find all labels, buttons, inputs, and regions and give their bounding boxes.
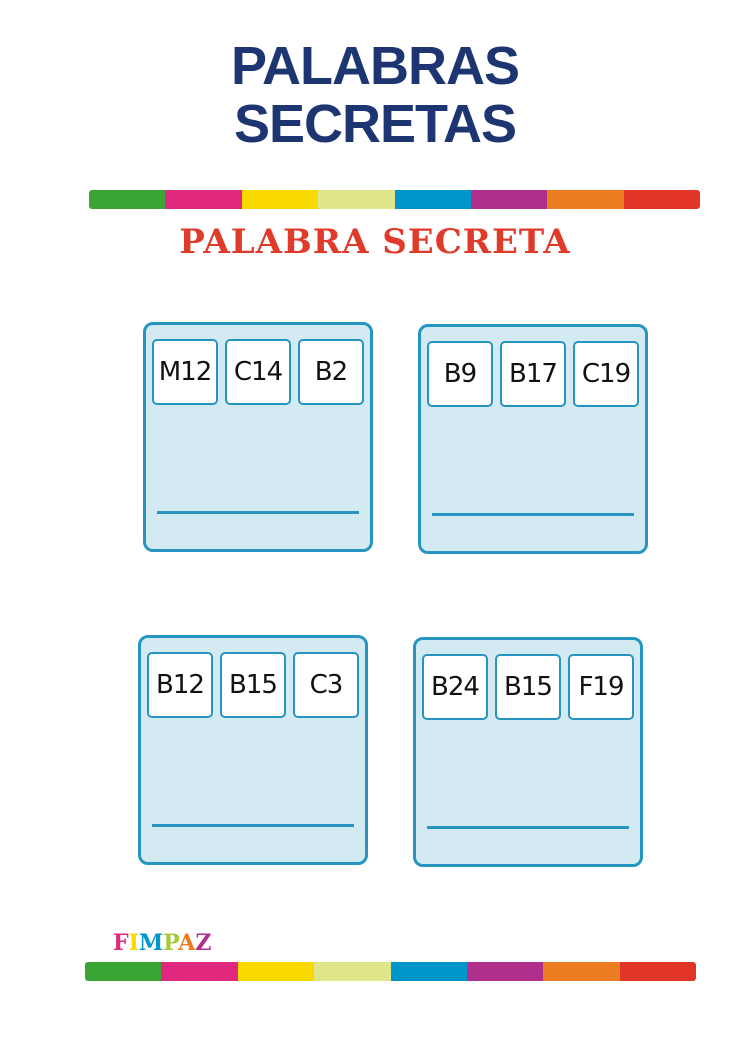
top-color-stripe <box>89 190 700 209</box>
code-tile: B9 <box>427 341 493 407</box>
code-tile: B15 <box>495 654 561 720</box>
stripe-segment <box>161 962 238 981</box>
stripe-segment <box>165 190 242 209</box>
stripe-segment <box>619 962 696 981</box>
stripe-segment <box>314 962 391 981</box>
brand-letter: P <box>163 930 179 956</box>
code-tile: B15 <box>220 652 286 718</box>
page-title-line-2: SECRETAS <box>233 94 517 154</box>
code-tile: M12 <box>152 339 218 405</box>
code-tile: B17 <box>500 341 566 407</box>
bottom-color-stripe <box>85 962 696 981</box>
stripe-segment <box>547 190 624 209</box>
stripe-segment <box>466 962 544 981</box>
answer-line[interactable] <box>427 826 629 829</box>
code-tiles: B24 B15 F19 <box>422 654 634 720</box>
answer-line[interactable] <box>157 511 359 514</box>
code-tile: C19 <box>573 341 639 407</box>
brand-letter: A <box>178 930 196 956</box>
code-tile: B2 <box>298 339 364 405</box>
stripe-segment <box>237 962 315 981</box>
code-tile: F19 <box>568 654 634 720</box>
answer-line[interactable] <box>152 824 354 827</box>
stripe-segment <box>470 190 548 209</box>
section-subtitle: PALABRA SECRETA <box>179 222 571 262</box>
puzzle-card-3: B12 B15 C3 <box>138 635 368 865</box>
brand-logo: FIMPAZ <box>113 930 211 956</box>
stripe-segment <box>390 962 467 981</box>
puzzle-card-1: M12 C14 B2 <box>143 322 373 552</box>
code-tile: C14 <box>225 339 291 405</box>
brand-letter: Z <box>195 930 212 956</box>
brand-letter: F <box>113 930 129 956</box>
brand-letter: M <box>138 930 164 956</box>
stripe-segment <box>89 190 166 209</box>
stripe-segment <box>543 962 620 981</box>
code-tile: B24 <box>422 654 488 720</box>
stripe-segment <box>394 190 471 209</box>
stripe-segment <box>85 962 162 981</box>
puzzle-card-4: B24 B15 F19 <box>413 637 643 867</box>
stripe-segment <box>241 190 319 209</box>
stripe-segment <box>623 190 700 209</box>
code-tiles: B9 B17 C19 <box>427 341 639 407</box>
code-tile: C3 <box>293 652 359 718</box>
code-tiles: M12 C14 B2 <box>152 339 364 405</box>
page-title-line-1: PALABRAS <box>231 36 520 96</box>
code-tile: B12 <box>147 652 213 718</box>
code-tiles: B12 B15 C3 <box>147 652 359 718</box>
stripe-segment <box>318 190 395 209</box>
brand-letter: I <box>128 930 139 956</box>
puzzle-card-2: B9 B17 C19 <box>418 324 648 554</box>
answer-line[interactable] <box>432 513 634 516</box>
